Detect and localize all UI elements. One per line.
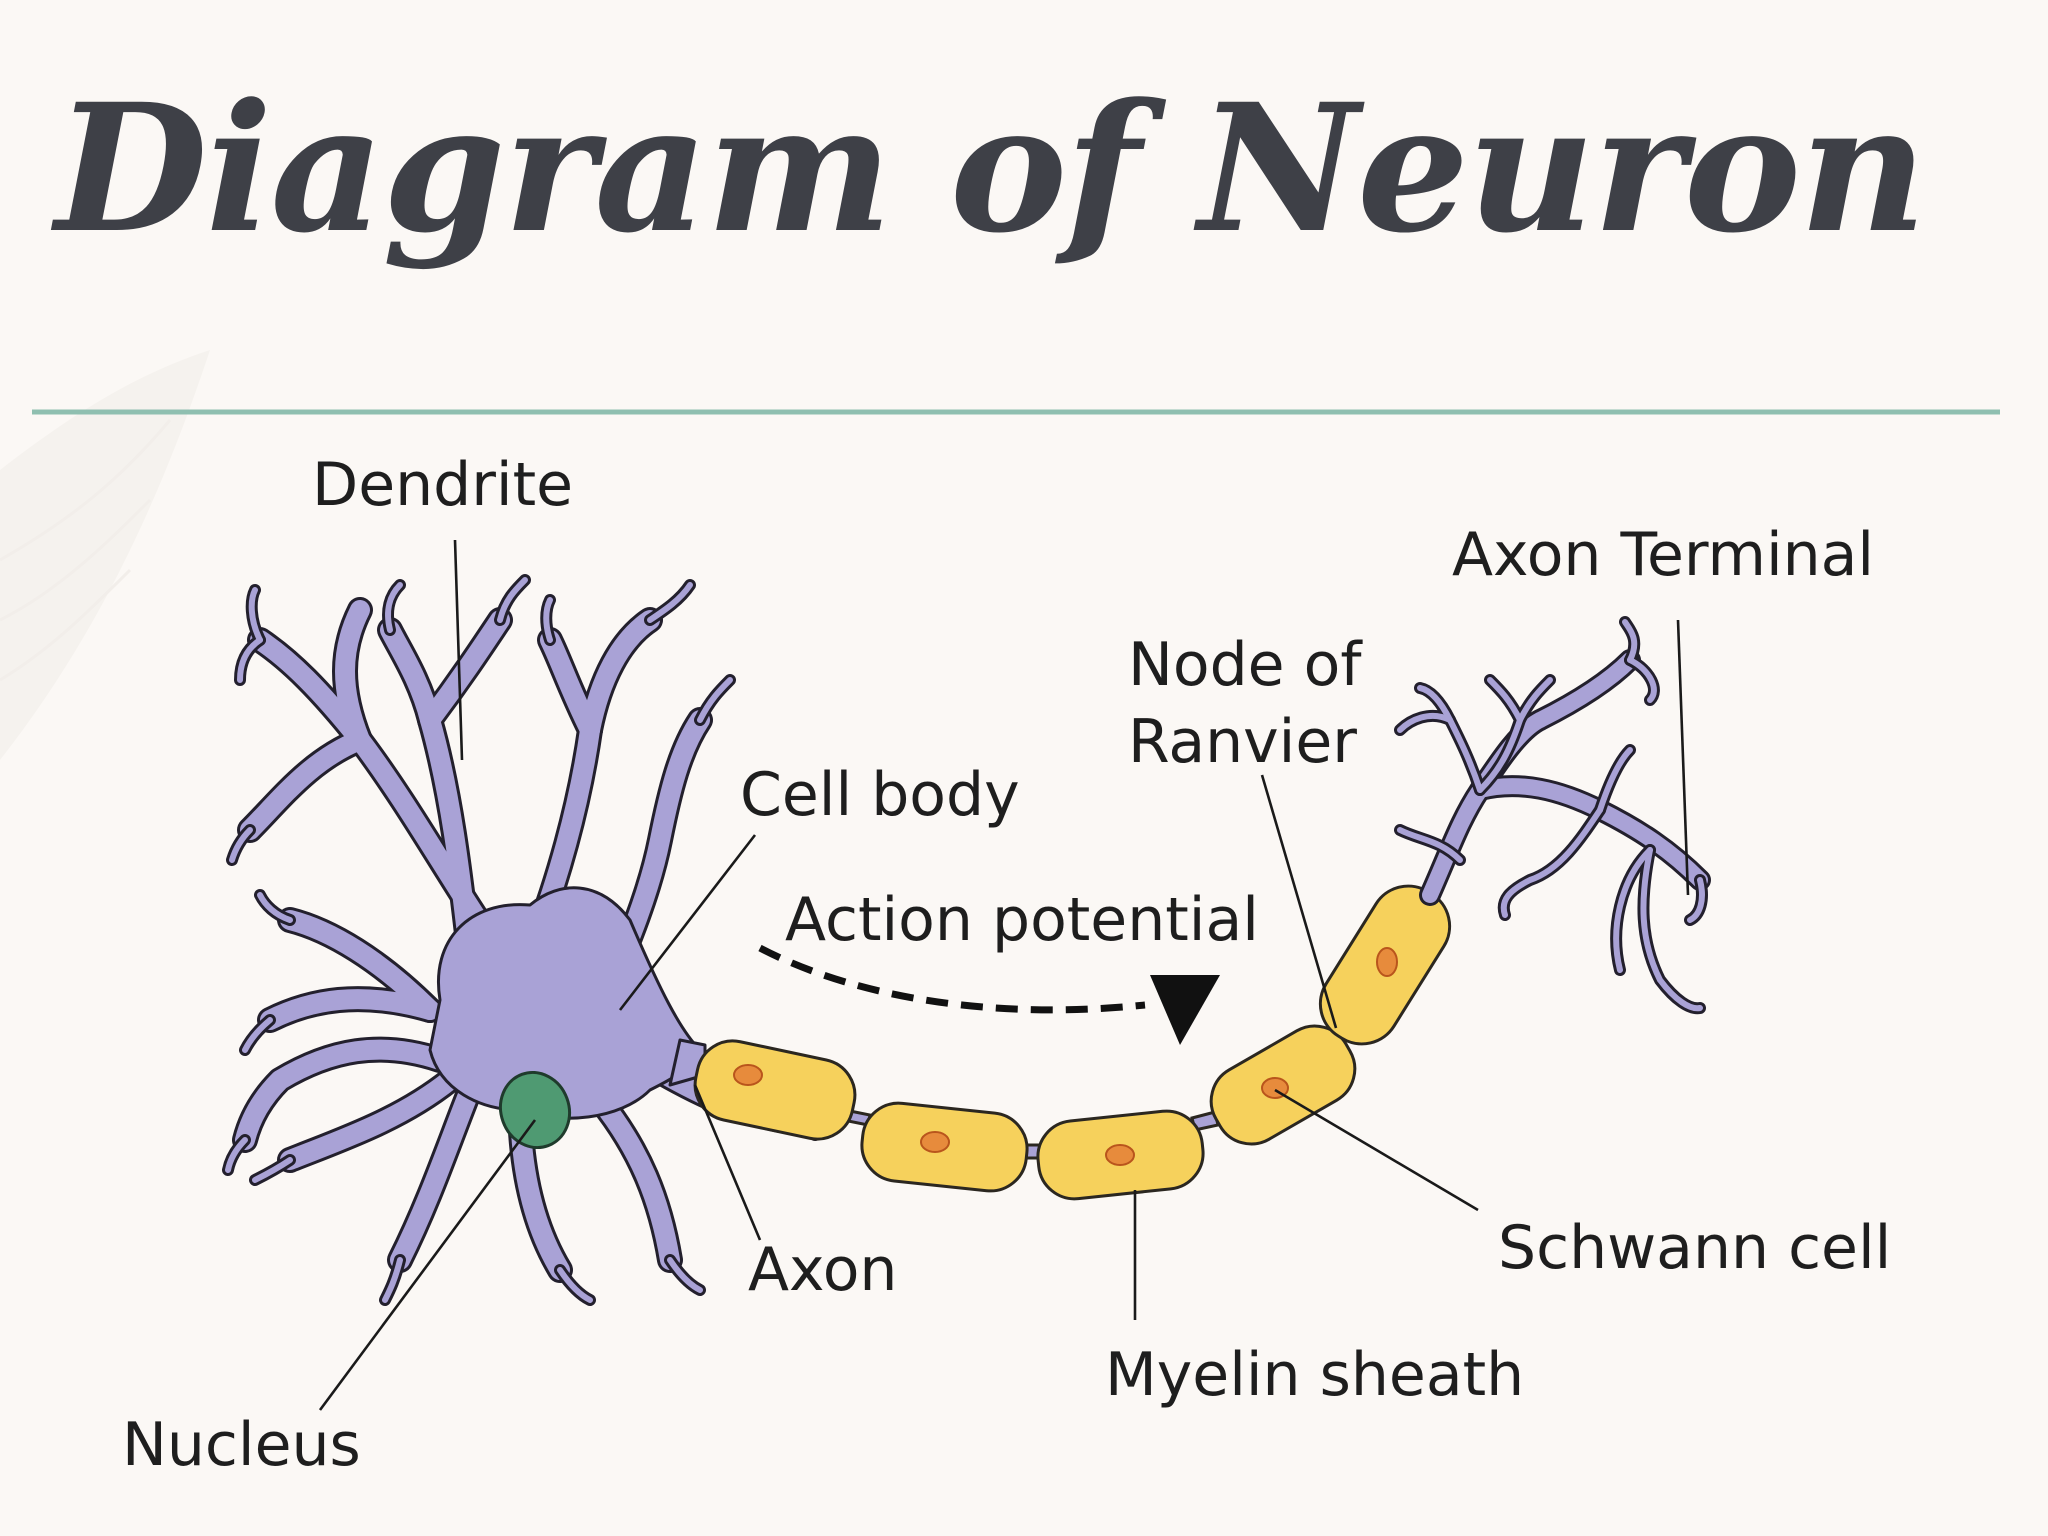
arrowhead-icon: [1150, 975, 1220, 1045]
cell-body: [428, 886, 702, 1120]
label-axon-terminal: Axon Terminal: [1452, 520, 1874, 590]
axon-leader: [693, 1084, 762, 1241]
label-node-of-ranvier-1: Node of: [1128, 630, 1363, 700]
leaf-watermark: [0, 350, 210, 760]
schwann-nucleus: [1105, 1144, 1135, 1166]
node-of-ranvier-leader: [1260, 774, 1338, 1029]
label-action-potential: Action potential: [785, 885, 1259, 955]
schwann-nucleus: [920, 1131, 950, 1153]
nucleus: [499, 1070, 571, 1150]
dendrite-leader: [453, 539, 464, 761]
label-node-of-ranvier-2: Ranvier: [1128, 707, 1357, 777]
axon-segments: [693, 884, 1452, 1201]
nucleus-leader: [318, 1119, 537, 1411]
cell-body-leader: [618, 834, 757, 1011]
schwann-nucleus: [733, 1064, 763, 1086]
label-cell-body: Cell body: [740, 760, 1020, 830]
label-axon: Axon: [748, 1235, 897, 1305]
label-nucleus: Nucleus: [122, 1410, 361, 1480]
leader-lines: [318, 539, 1690, 1411]
axon-terminal-leader: [1676, 619, 1690, 896]
label-myelin-sheath: Myelin sheath: [1105, 1340, 1524, 1410]
schwann-cell-leader: [1274, 1088, 1479, 1212]
schwann-nucleus: [1376, 947, 1398, 977]
label-dendrite: Dendrite: [312, 450, 573, 520]
action-potential-arrow: [758, 944, 1146, 1014]
page-title: Diagram of Neuron: [50, 65, 1925, 272]
axon-terminal-branches: [1394, 616, 1711, 1015]
label-schwann-cell: Schwann cell: [1498, 1213, 1891, 1283]
myelin-segment: [693, 1039, 857, 1141]
